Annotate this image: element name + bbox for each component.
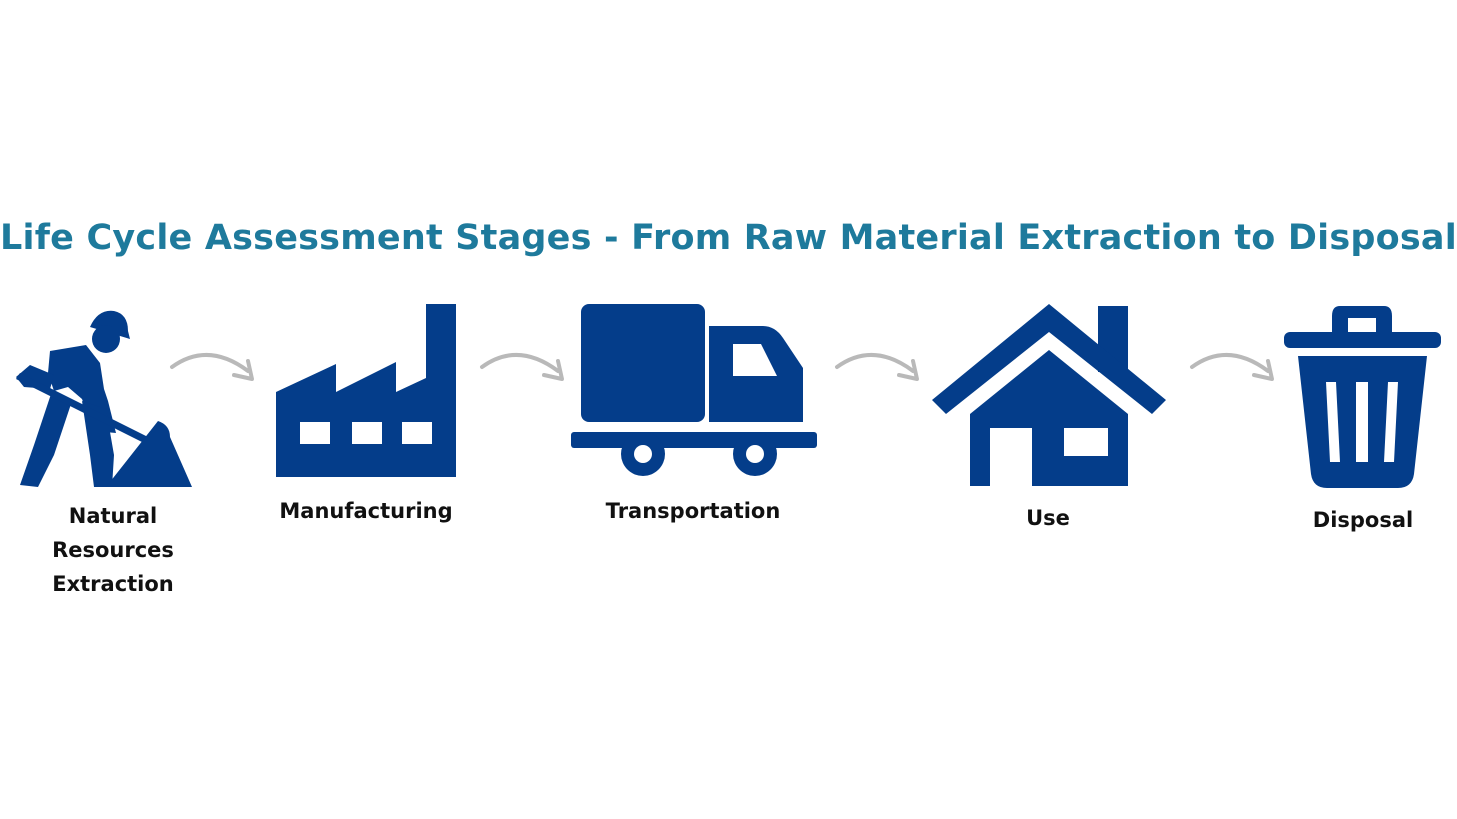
worker-shovel-icon [16, 310, 192, 487]
stage-label-manufacturing: Manufacturing [279, 499, 453, 523]
house-icon [932, 304, 1166, 486]
delivery-truck-icon [571, 304, 817, 476]
diagram-title: Life Cycle Assessment Stages - From Raw … [0, 218, 1457, 258]
arrow-connector-4 [1190, 353, 1274, 381]
stage-label-disposal: Disposal [1312, 508, 1414, 532]
stage-label-extraction: Natural Resources Extraction [52, 504, 174, 596]
factory-icon [276, 304, 456, 477]
stage-label-use: Use [1026, 506, 1070, 530]
arrow-connector-1 [170, 353, 254, 381]
stage-label-transportation: Transportation [605, 499, 781, 523]
arrow-connector-2 [480, 353, 564, 381]
trash-can-icon [1284, 306, 1441, 488]
arrow-connector-3 [835, 353, 919, 381]
